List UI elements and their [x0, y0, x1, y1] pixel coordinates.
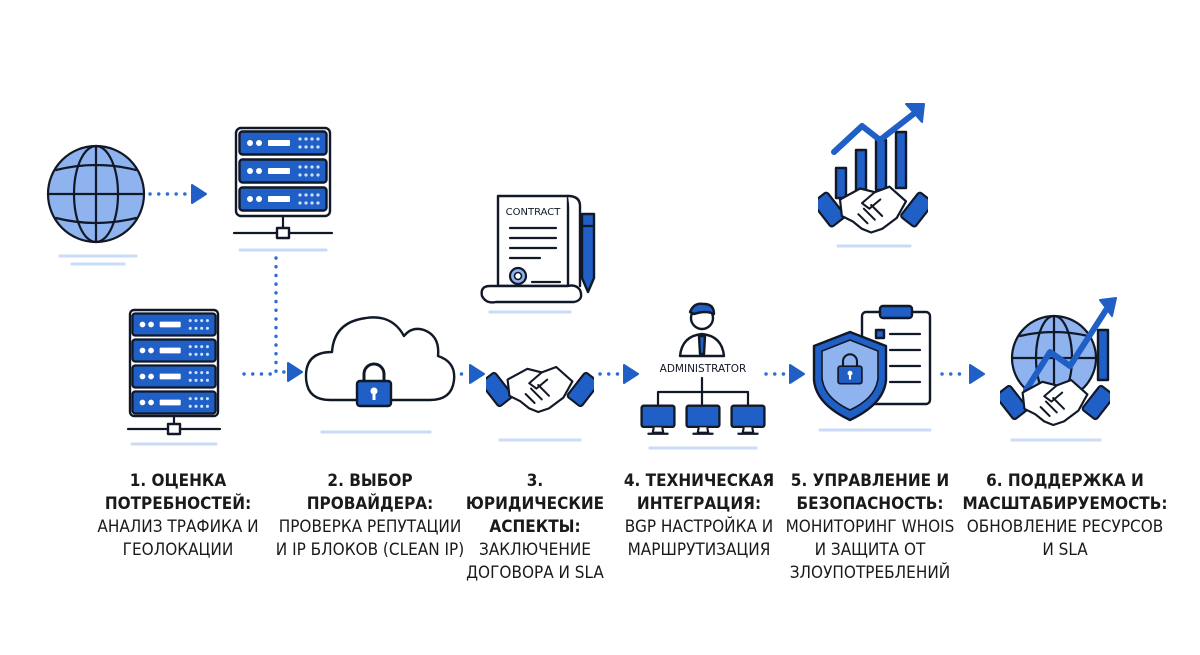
arrow-to-admin — [623, 364, 639, 384]
server-icon — [232, 126, 334, 252]
arrow-to-shield — [789, 364, 805, 384]
step-1: 1. Оценка потребностей: Анализ трафика и… — [86, 470, 270, 562]
connectors — [148, 184, 985, 384]
step-5-desc: Мониторинг WHOIS и защита от злоупотребл… — [785, 517, 955, 583]
handshake-icon — [486, 365, 594, 442]
arrow-to-cloud — [287, 362, 303, 382]
step-3: 3. Юридические аспекты: Заключение догов… — [460, 470, 610, 585]
contract-label: CONTRACT — [506, 207, 562, 218]
step-1-title: 1. Оценка потребностей: — [104, 471, 252, 514]
growth-handshake-icon — [818, 103, 928, 248]
arrow-to-handshake — [469, 364, 485, 384]
connector-server-down — [274, 256, 288, 374]
step-2: 2. Выбор провайдера: Проверка репутации … — [272, 470, 468, 562]
step-5: 5. Управление и безопасность: Мониторинг… — [782, 470, 958, 585]
arrow-globe-to-server — [191, 184, 207, 204]
step-6-title: 6. Поддержка и масштабируемость: — [962, 471, 1168, 514]
step-4-desc: BGP настройка и маршрутизация — [624, 517, 774, 560]
step-2-title: 2. Выбор провайдера: — [306, 471, 434, 514]
step-4-title: 4. Техническая интеграция: — [623, 471, 775, 514]
contract-icon: CONTRACT — [480, 194, 596, 314]
step-5-title: 5. Управление и безопасность: — [790, 471, 950, 514]
step-3-title: 3. Юридические аспекты: — [465, 471, 605, 537]
step-4: 4. Техническая интеграция: BGP настройка… — [616, 470, 782, 562]
globe-icon — [46, 144, 146, 266]
arrow-to-growth — [969, 364, 985, 384]
server-rack-icon — [126, 308, 222, 446]
cloud-lock-icon — [304, 316, 456, 434]
step-6-desc: Обновление ресурсов и SLA — [966, 517, 1164, 560]
step-3-desc: Заключение договора и SLA — [466, 540, 604, 583]
administrator-network-icon: ADMINISTRATOR — [640, 302, 766, 450]
global-growth-icon — [1000, 297, 1117, 442]
security-checklist-icon — [812, 304, 932, 432]
step-2-desc: Проверка репутации и IP блоков (Clean IP… — [275, 517, 465, 560]
administrator-label: ADMINISTRATOR — [660, 363, 747, 375]
step-1-desc: Анализ трафика и геолокации — [97, 517, 259, 560]
step-6: 6. Поддержка и масштабируемость: Обновле… — [962, 470, 1168, 562]
